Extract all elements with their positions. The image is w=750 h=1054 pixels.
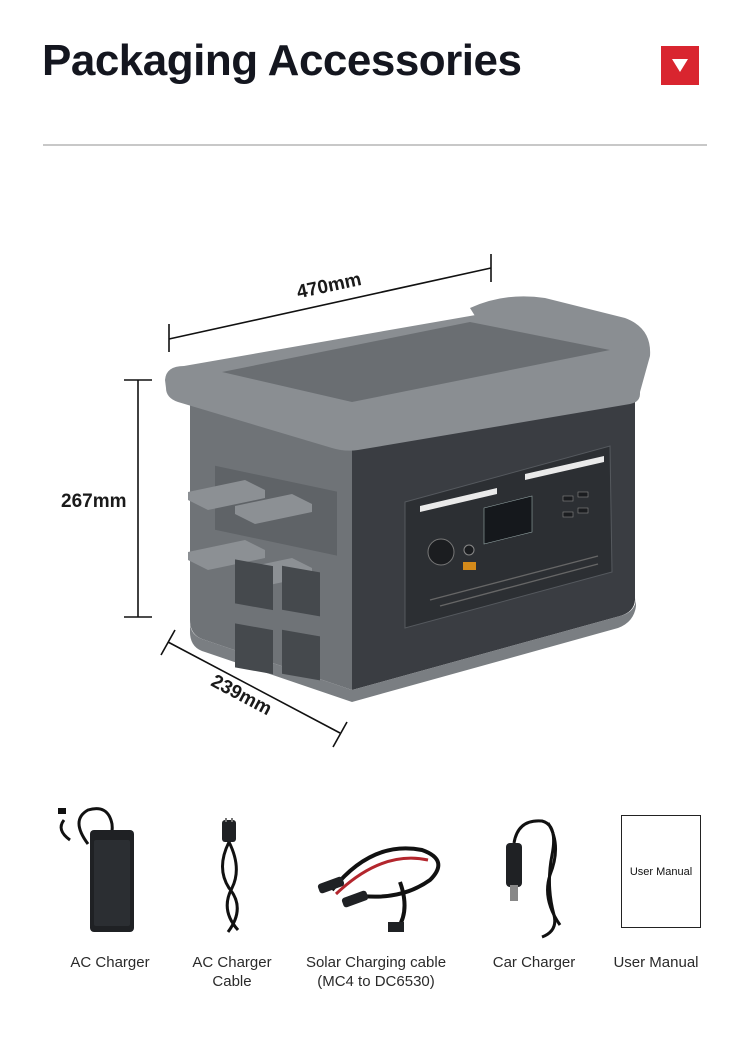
accessory-label: AC Charger Cable (192, 954, 272, 990)
power-station-illustration: 470mm 267mm 239mm (61, 254, 651, 748)
collapse-button[interactable] (661, 46, 699, 85)
accessory-label: AC Charger (70, 954, 150, 971)
header-divider (43, 144, 707, 146)
accessory-label: User Manual (613, 954, 699, 971)
triangle-down-icon (672, 58, 688, 72)
car-charger-icon (506, 819, 562, 939)
power-station (165, 296, 651, 702)
accessory-label: Car Charger (492, 954, 576, 971)
manual-cover-text: User Manual (629, 865, 693, 878)
page-title: Packaging Accessories (42, 36, 522, 85)
accessory-label: Solar Charging cable (MC4 to DC6530) (305, 954, 447, 990)
solar-cable-icon (317, 846, 441, 932)
user-manual-icon: User Manual (621, 815, 701, 928)
ac-charger-icon (58, 807, 134, 932)
ac-cable-icon (221, 818, 240, 933)
height-label: 267mm (61, 491, 127, 512)
height-dimension: 267mm (61, 379, 152, 618)
depth-label: 239mm (207, 671, 275, 720)
side-outlets (188, 480, 320, 681)
